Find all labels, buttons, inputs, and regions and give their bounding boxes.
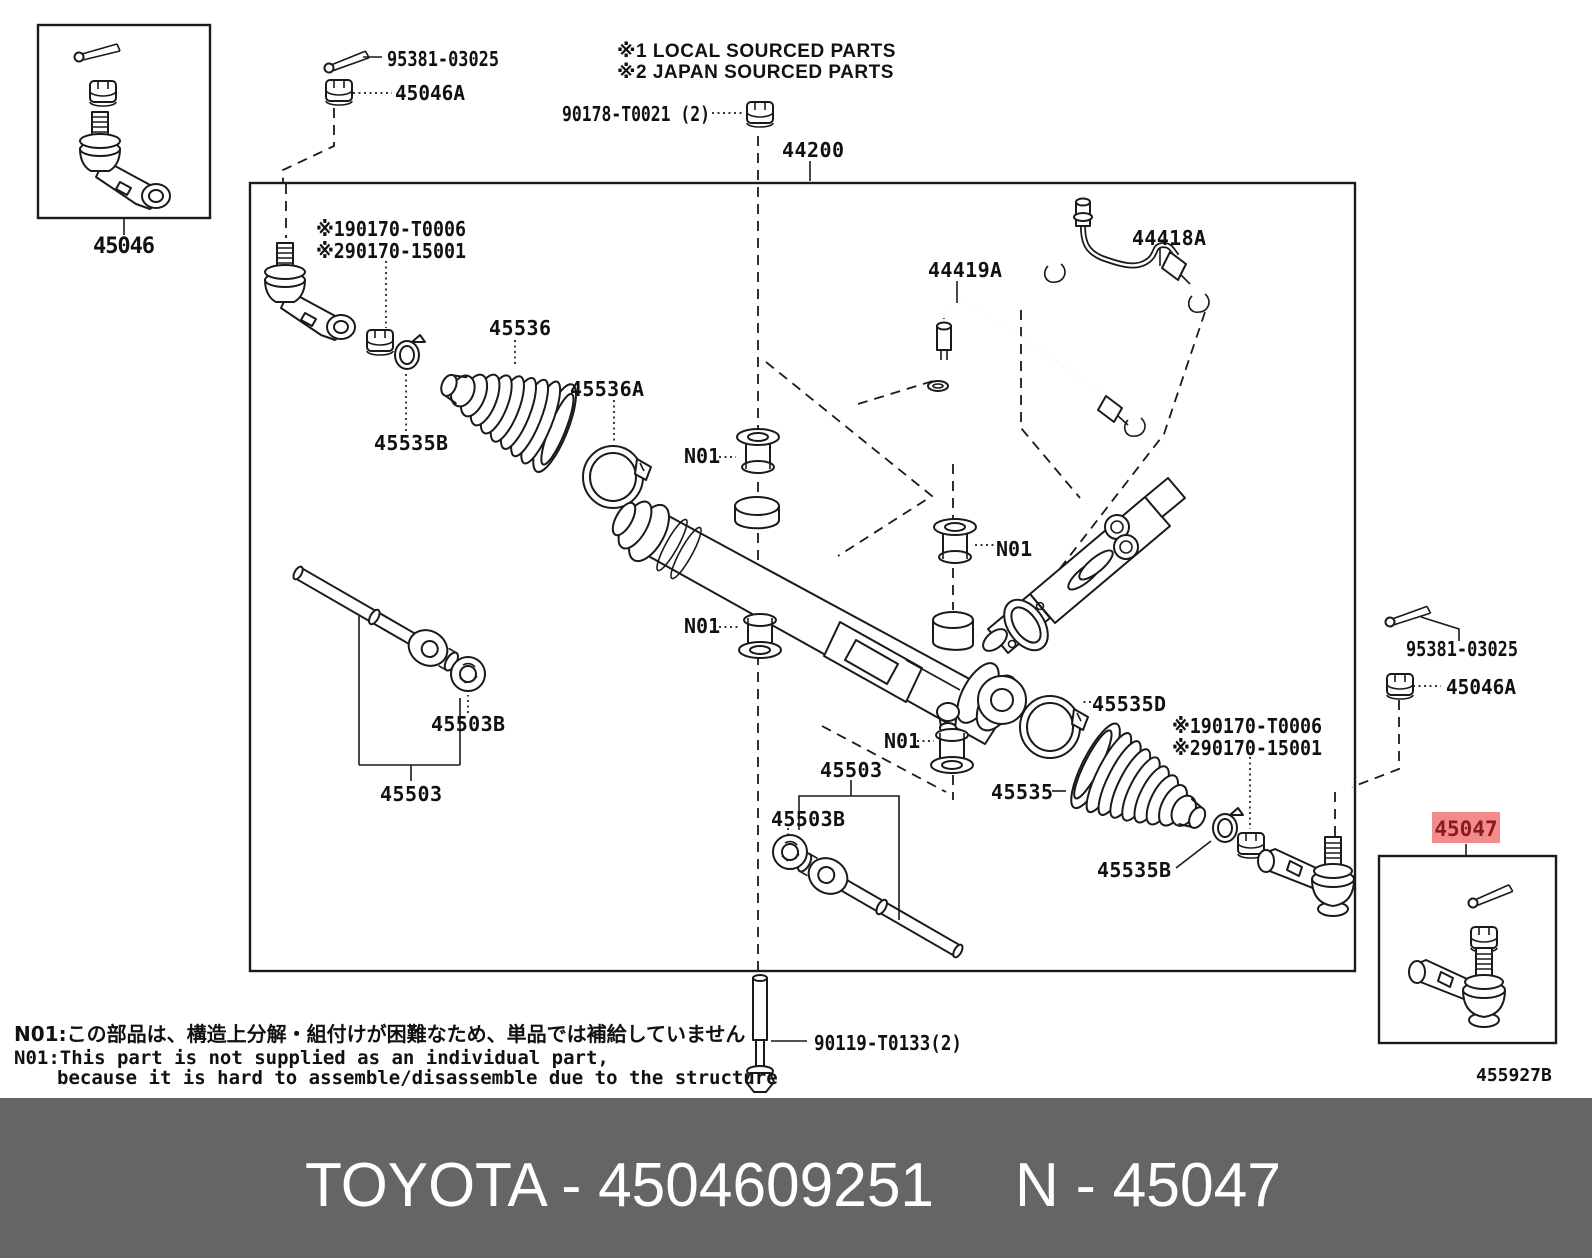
pressure-tube-44418a-drawing [1043,197,1210,313]
part-label-44200[interactable]: 44200 [782,138,844,162]
part-label-45536a[interactable]: 45536A [570,377,644,401]
part-label-45536[interactable]: 45536 [489,316,551,340]
part-label-90178-t0021[interactable]: 90178-T0021 (2) [562,102,710,126]
banner-brand-part-number: TOYOTA - 4504609251 [305,1151,934,1220]
part-label-45503-center[interactable]: 45503 [820,758,882,782]
part-label-45535b-right[interactable]: 45535B [1097,858,1171,882]
callout-n01-4: N01 [884,729,920,753]
inset-box-45046 [36,23,212,220]
main-assembly-box [248,181,1357,973]
part-label-45047[interactable]: 45047 [1434,817,1497,841]
part-label-290170-15001-left[interactable]: ※290170-15001 [316,239,466,263]
part-label-90119-t0133[interactable]: 90119-T0133(2) [814,1031,962,1055]
part-label-45046a-top[interactable]: 45046A [395,81,465,105]
banner-catalog-code: N - 45047 [1015,1151,1281,1220]
lock-nut-left-drawing [366,329,394,356]
part-label-290170-15001-right[interactable]: ※290170-15001 [1172,736,1322,760]
mount-grommet-4-drawing [930,728,974,774]
footer-banner: TOYOTA - 4504609251 N - 45047 [0,1098,1592,1258]
part-label-190170-t0006-right[interactable]: ※190170-T0006 [1172,714,1322,738]
callout-n01-1: N01 [684,444,720,468]
part-label-45046[interactable]: 45046 [93,234,155,259]
note-n01-english-line1: N01:This part is not supplied as an indi… [14,1047,609,1069]
rack-housing-drawing [611,496,1027,745]
tie-rod-end-kit-45046-drawing [73,43,171,210]
banner-background [0,1098,1592,1258]
part-label-45046a-right[interactable]: 45046A [1446,675,1516,699]
part-label-45503b-left[interactable]: 45503B [431,712,505,736]
rack-mount-nut-drawing [746,101,774,128]
mount-grommet-1-drawing [736,428,780,474]
claw-washer-left-drawing [450,656,486,692]
part-label-95381-03025-right[interactable]: 95381-03025 [1406,637,1518,661]
part-label-190170-t0006-left[interactable]: ※190170-T0006 [316,217,466,241]
cotter-pin-right-drawing [1383,605,1433,628]
part-label-95381-03025-top[interactable]: 95381-03025 [387,47,499,71]
part-label-44419a[interactable]: 44419A [928,258,1002,282]
pressure-tube-44419a-drawing [927,300,1146,437]
drawing-reference-code: 455927B [1476,1065,1552,1086]
part-label-45535b-left[interactable]: 45535B [374,431,448,455]
clamp-left-small-drawing [394,334,426,370]
inner-tie-rod-center-drawing [790,844,971,969]
mount-grommet-2-drawing [933,518,977,564]
part-label-45503-left[interactable]: 45503 [380,782,442,806]
castle-nut-top-drawing [325,79,353,106]
callout-n01-3: N01 [684,614,720,638]
selected-part-highlight[interactable]: 45047 [1432,812,1500,843]
note-n01-english-line2: because it is hard to assemble/disassemb… [57,1067,778,1089]
inset-box-45047 [1377,854,1558,1045]
callout-n01-2: N01 [996,537,1032,561]
part-label-45535d[interactable]: 45535D [1092,692,1166,716]
note-japan-sourced: ※2 JAPAN SOURCED PARTS [617,62,894,83]
cotter-pin-top-drawing [322,49,372,74]
tie-rod-end-kit-45047-drawing [1408,883,1516,1028]
clamp-45536a-drawing [582,445,652,509]
part-label-45535[interactable]: 45535 [991,780,1053,804]
mount-grommet-3-drawing [738,613,782,659]
part-label-45503b-center[interactable]: 45503B [771,807,845,831]
clamp-45535d-drawing [1019,695,1089,759]
note-n01-japanese: N01:この部品は、構造上分解・組付けが困難なため、単品では補給していません [14,1022,745,1046]
castle-nut-right-drawing [1386,673,1414,700]
flange-gasket-drawing [1003,598,1049,652]
part-label-44418a[interactable]: 44418A [1132,226,1206,250]
mount-bolt-90119-drawing [745,974,775,1093]
highlight-background [1432,812,1500,843]
boot-45536-drawing [423,338,586,478]
inner-tie-rod-left-drawing [285,555,466,680]
note-local-sourced: ※1 LOCAL SOURCED PARTS [617,41,896,62]
claw-washer-center-drawing [772,834,808,870]
leader-lines [123,56,1467,1042]
tie-rod-end-right-drawing [1257,836,1355,917]
